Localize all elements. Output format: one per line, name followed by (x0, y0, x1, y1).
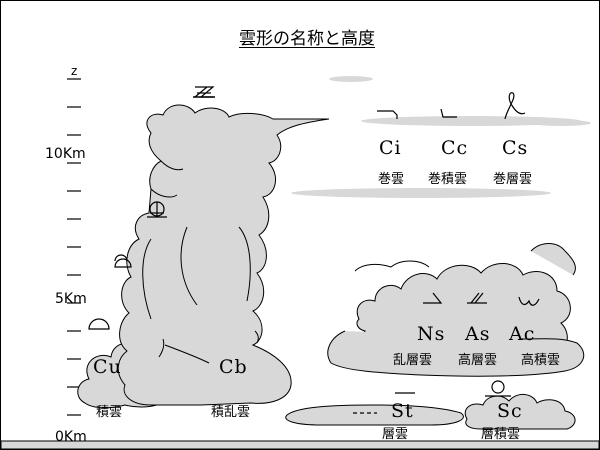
cirrus-symbol (377, 110, 398, 119)
cloud-abbr-cu: Cu (93, 356, 122, 378)
cloud-abbr-sc: Sc (497, 400, 523, 422)
altitude-ticks (67, 78, 81, 416)
cloud-symbols (88, 86, 540, 414)
cloud-name-as: 高層雲 (458, 353, 498, 368)
cloud-abbr-ac: Ac (509, 323, 536, 345)
cloud-name-cb: 積乱雲 (211, 405, 251, 420)
cloud-name-ac: 高積雲 (521, 353, 561, 368)
stratus-symbol (353, 392, 415, 414)
altitude-label-10km: 10Km (45, 146, 86, 162)
altitude-label-0km: 0Km (55, 429, 87, 445)
cloud-abbr-ns: Ns (417, 323, 446, 345)
stratocumulus-cloud (464, 394, 576, 430)
cloud-name-cc: 巻積雲 (428, 172, 468, 187)
stratus-cloud (285, 404, 464, 426)
cloud-abbr-cs: Cs (502, 137, 529, 159)
cumulonimbus-cloud (117, 104, 330, 406)
altitude-axis-top-label: z (71, 64, 78, 78)
middle-cloud-mass (327, 243, 585, 377)
ground (1, 440, 599, 449)
cloud-name-st: 層雲 (382, 427, 409, 442)
cloud-name-ci: 巻雲 (378, 172, 405, 187)
cloud-name-cu: 積雲 (96, 405, 123, 420)
cloud-abbr-as: As (465, 323, 491, 345)
cloud-abbr-ci: Ci (379, 137, 402, 159)
altostratus-symbol (467, 292, 487, 304)
altitude-label-5km: 5Km (55, 291, 87, 307)
cloud-name-ns: 乱層雲 (393, 353, 433, 368)
cloud-abbr-cc: Cc (441, 137, 469, 159)
cloud-name-sc: 層積雲 (481, 427, 521, 442)
altocumulus-symbol (518, 296, 540, 306)
cloud-abbr-cb: Cb (219, 356, 248, 378)
cirrostratus-symbol (504, 92, 526, 120)
cumulus-symbol (88, 254, 132, 330)
cirrocumulus-symbol (440, 108, 457, 118)
cumulonimbus-symbol (147, 201, 167, 218)
cloud-name-cs: 巻層雲 (493, 172, 533, 187)
cloud-abbr-st: St (391, 400, 414, 422)
diagram-title: 雲形の名称と高度 (239, 29, 375, 49)
stratocumulus-symbol (485, 380, 511, 397)
cumulonimbus-anvil-symbol (193, 86, 215, 98)
nimbostratus-symbol (423, 292, 443, 304)
cirrus-streaks (291, 76, 591, 198)
